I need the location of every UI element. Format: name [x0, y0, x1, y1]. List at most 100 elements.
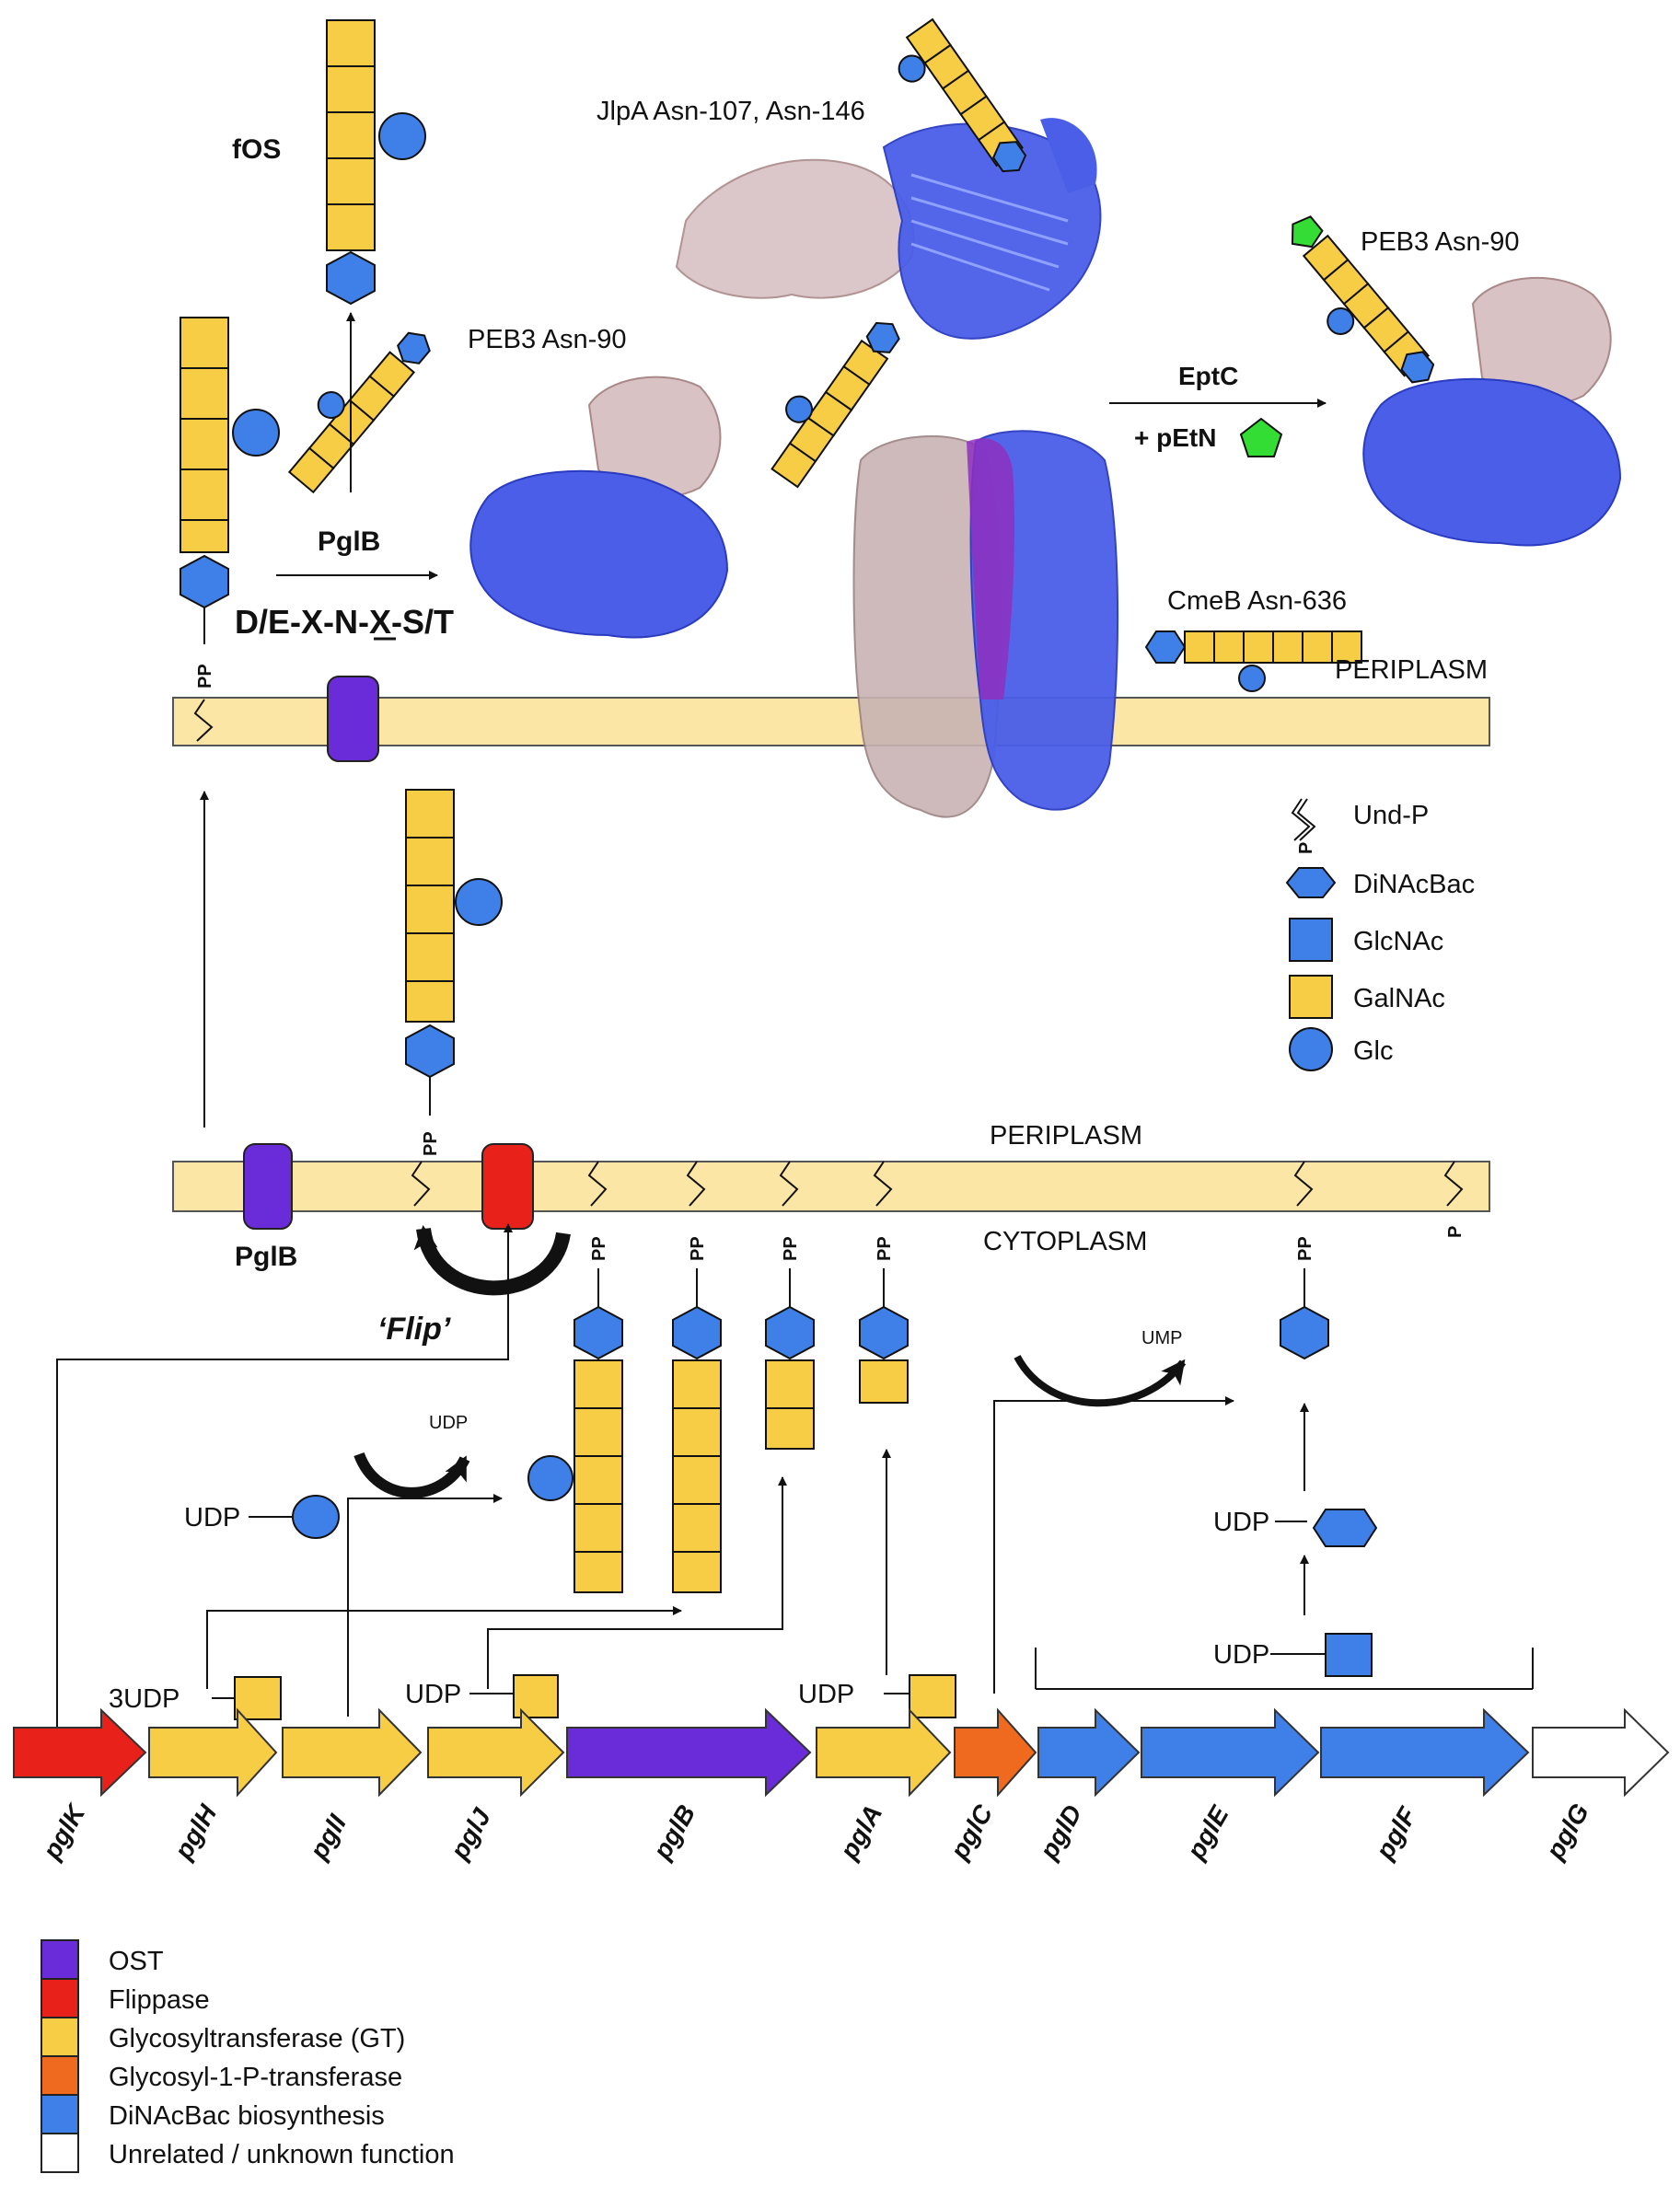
- jlpa-label: JlpA Asn-107, Asn-146: [597, 97, 865, 126]
- peb3-right-label: PEB3 Asn-90: [1361, 227, 1520, 257]
- udp-release-curved-arrow-glc: [353, 1451, 470, 1498]
- cytoplasmic-intermediates: [527, 1268, 1329, 1593]
- key-label-galnac: GalNAc: [1353, 984, 1445, 1013]
- gene-arrows: [13, 1707, 1670, 1798]
- und-p-zigzags: [193, 699, 1464, 1207]
- periplasm-top-label: PERIPLASM: [1335, 655, 1488, 685]
- flip-label: ‘Flip’: [377, 1312, 451, 1347]
- gene-label-pglb: pglB: [647, 1800, 701, 1865]
- legend-swatch-gt: [41, 2017, 79, 2057]
- symbol-key: [1285, 798, 1337, 1071]
- udp-hexagon-label: UDP: [1213, 1508, 1269, 1537]
- gene-pgle: [1141, 1707, 1320, 1798]
- fos-label: fOS: [232, 134, 281, 165]
- peb3-right-glycan: [1291, 215, 1435, 384]
- gene-label-pglg: pglG: [1540, 1798, 1594, 1865]
- gene-pglk: [13, 1707, 147, 1798]
- legend-label-gt: Glycosyltransferase (GT): [109, 2024, 405, 2053]
- gene-pgla: [816, 1707, 952, 1798]
- key-label-glcnac: GlcNAc: [1353, 927, 1443, 956]
- peb3-left-protein-structure: [469, 376, 729, 639]
- ump-label: UMP: [1141, 1328, 1182, 1348]
- legend-label-glycosyl-p: Glycosyl-1-P-transferase: [109, 2063, 402, 2092]
- gene-pglf: [1320, 1707, 1530, 1798]
- cmeb-glycan: [1144, 630, 1362, 692]
- pp-label-5: PP: [1295, 1236, 1315, 1261]
- udp-glc-release-label: UDP: [429, 1413, 468, 1433]
- outer-membrane: [172, 697, 1490, 746]
- legend-label-ost: OST: [109, 1947, 164, 1976]
- flipped-lipid-linked-glycan: [405, 789, 503, 1116]
- pathway-arrows: [56, 312, 1534, 1730]
- pp-label-4: PP: [875, 1236, 895, 1261]
- jlpa-glycan-bottom: [770, 321, 900, 489]
- gene-pglh: [148, 1707, 278, 1798]
- gene-label-pglc: pglC: [944, 1799, 999, 1865]
- pglb-protein-top: [327, 676, 379, 762]
- gene-pgli: [282, 1707, 423, 1798]
- gene-pglc: [954, 1707, 1037, 1798]
- inner-membrane: [172, 1161, 1490, 1212]
- key-label-dinacbac: DiNAcBac: [1353, 870, 1475, 899]
- legend-swatch-dinacbac: [41, 2094, 79, 2134]
- eptc-label: EptC: [1178, 362, 1238, 390]
- gene-label-pglk: pglK: [37, 1798, 91, 1865]
- text-labels: fOS JlpA Asn-107, Asn-146 PEB3 Asn-90 PE…: [37, 97, 1594, 2169]
- gene-pglg: [1532, 1707, 1670, 1798]
- gene-label-pgld: pglD: [1034, 1800, 1087, 1865]
- cmeb-protein-structure: [852, 430, 1119, 818]
- gene-label-pgla: pglA: [834, 1800, 887, 1865]
- legend-label-dinacbac: DiNAcBac biosynthesis: [109, 2101, 385, 2131]
- jlpa-protein-structure: [675, 118, 1102, 340]
- cmeb-label: CmeB Asn-636: [1167, 586, 1347, 616]
- legend-swatch-flippase: [41, 1978, 79, 2018]
- lipid-linked-glycan-outer: [180, 317, 280, 644]
- donor-sugars: [212, 417, 1378, 1720]
- pglb-protein-inner: [243, 1143, 293, 1230]
- legend-label-flippase: Flippase: [109, 1985, 210, 2015]
- gene-label-pglj: pglJ: [445, 1802, 497, 1864]
- p-label-membrane: P: [1445, 1226, 1466, 1238]
- udp-3-label: 3UDP: [109, 1684, 180, 1714]
- key-label-und-p: Und-P: [1353, 801, 1429, 830]
- gene-label-pgli: pglI: [304, 1809, 353, 1865]
- gene-pglj: [427, 1707, 565, 1798]
- peb3-right-protein-structure: [1362, 276, 1622, 547]
- gene-pglb: [566, 1707, 812, 1798]
- peb3-left-label: PEB3 Asn-90: [468, 325, 627, 354]
- legend-label-unrelated: Unrelated / unknown function: [109, 2140, 455, 2169]
- pglb-arrow-label: PglB: [318, 526, 380, 557]
- gene-label-pgle: pglE: [1181, 1800, 1234, 1865]
- gene-label-pglh: pglH: [168, 1799, 223, 1865]
- udp-pgla-label: UDP: [798, 1680, 854, 1709]
- gene-label-pglf: pglF: [1370, 1802, 1422, 1865]
- peb3-left-glycan: [287, 331, 431, 494]
- udp-glc-label: UDP: [184, 1503, 240, 1532]
- pp-label-2: PP: [688, 1236, 708, 1261]
- jlpa-glycan-top: [898, 17, 1027, 173]
- function-legend: [41, 1939, 79, 2173]
- udp-pglj-label: UDP: [405, 1680, 461, 1709]
- pglb-membrane-label: PglB: [235, 1242, 297, 1272]
- cytoplasm-label: CYTOPLASM: [983, 1227, 1147, 1256]
- pp-label-1: PP: [589, 1236, 609, 1261]
- legend-swatch-unrelated: [41, 2133, 79, 2173]
- legend-swatch-ost: [41, 1939, 79, 1980]
- key-label-glc: Glc: [1353, 1036, 1394, 1066]
- pp-label-flipped: PP: [421, 1131, 441, 1156]
- sequon-label: D/E-X-N-X-S/T: [235, 603, 454, 641]
- flip-curved-arrow: [413, 1225, 571, 1296]
- petn-label: + pEtN: [1134, 423, 1216, 452]
- pglk-flippase-protein: [481, 1143, 534, 1230]
- pp-label-3: PP: [781, 1236, 801, 1261]
- pp-label-outer: PP: [195, 664, 215, 688]
- legend-swatch-glycosyl-p: [41, 2055, 79, 2096]
- free-oligosaccharide-glycan: [326, 19, 426, 306]
- p-label-key: P: [1296, 842, 1316, 854]
- ump-release-curved-arrow: [1014, 1355, 1187, 1407]
- periplasm-mid-label: PERIPLASM: [990, 1121, 1142, 1151]
- udp-square-label: UDP: [1213, 1640, 1269, 1670]
- gene-pgld: [1037, 1707, 1141, 1798]
